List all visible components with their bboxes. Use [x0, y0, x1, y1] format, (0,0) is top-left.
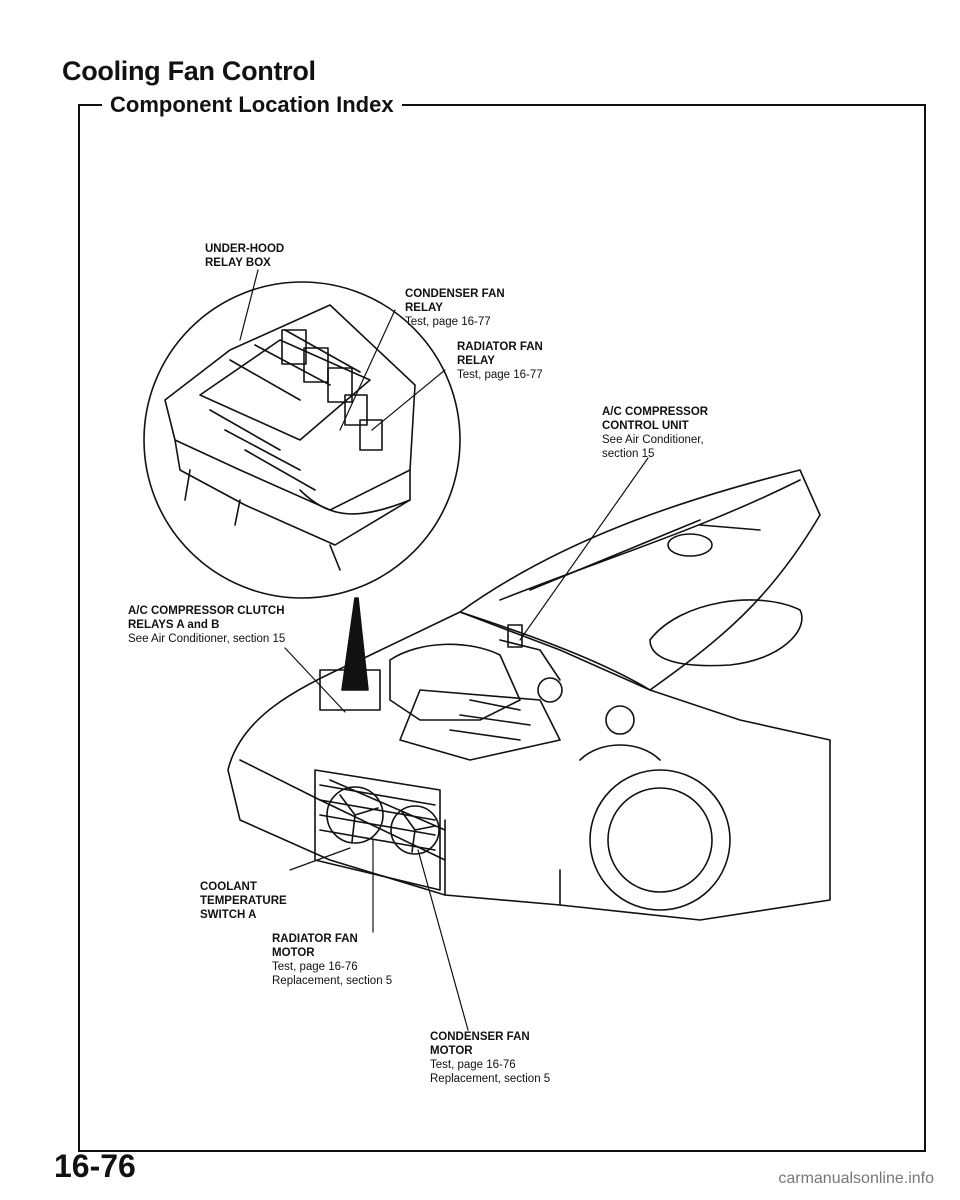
callout-line: RELAY	[457, 355, 495, 367]
engine-detail	[319, 624, 661, 761]
relay-box-detail-circle	[143, 281, 461, 599]
callout-under-hood-relay-box: UNDER-HOOD RELAY BOX	[205, 242, 284, 270]
callout-line: See Air Conditioner,	[602, 434, 704, 446]
callout-line: Test, page 16-77	[457, 369, 543, 381]
callout-line: COOLANT	[200, 881, 257, 893]
callout-coolant-temperature-switch: COOLANT TEMPERATURE SWITCH A	[200, 880, 287, 922]
callout-line: Test, page 16-76	[430, 1059, 516, 1071]
callout-line: Replacement, section 5	[430, 1073, 551, 1085]
page-title: Cooling Fan Control	[62, 56, 316, 86]
callout-line: RADIATOR FAN	[272, 933, 358, 945]
callout-line: See Air Conditioner, section 15	[128, 633, 286, 645]
callout-line: MOTOR	[272, 947, 315, 959]
callout-line: UNDER-HOOD	[205, 243, 285, 255]
callout-ac-compressor-clutch-relays: A/C COMPRESSOR CLUTCH RELAYS A and B See…	[128, 604, 285, 646]
callout-line: section 15	[602, 448, 655, 460]
callout-ac-compressor-control-unit: A/C COMPRESSOR CONTROL UNIT See Air Cond…	[602, 405, 708, 461]
callout-line: RELAY	[405, 302, 443, 314]
watermark: carmanualsonline.info	[778, 1170, 934, 1187]
callout-line: Test, page 16-77	[405, 316, 491, 328]
car-body-outline	[227, 611, 831, 921]
callout-line: A/C COMPRESSOR	[602, 406, 709, 418]
callout-line: RADIATOR FAN	[457, 341, 543, 353]
callout-line: CONDENSER FAN	[430, 1031, 530, 1043]
callout-line: A/C COMPRESSOR CLUTCH	[128, 605, 285, 617]
callout-radiator-fan-relay: RADIATOR FAN RELAY Test, page 16-77	[457, 340, 543, 382]
radiator-and-fans	[314, 769, 441, 891]
callout-line: SWITCH A	[200, 909, 257, 921]
callout-condenser-fan-relay: CONDENSER FAN RELAY Test, page 16-77	[405, 287, 505, 329]
callout-line: CONDENSER FAN	[405, 288, 505, 300]
callout-line: MOTOR	[430, 1045, 473, 1057]
section-frame	[78, 104, 926, 1152]
callout-line: TEMPERATURE	[200, 895, 287, 907]
car-hood	[459, 469, 821, 691]
callout-line: RELAY BOX	[205, 257, 271, 269]
front-wheel	[589, 769, 731, 911]
page-number: 16-76	[54, 1148, 136, 1184]
callout-line: CONTROL UNIT	[602, 420, 689, 432]
callout-line: RELAYS A and B	[128, 619, 220, 631]
callout-radiator-fan-motor: RADIATOR FAN MOTOR Test, page 16-76 Repl…	[272, 932, 392, 988]
section-title: Component Location Index	[102, 92, 402, 118]
callout-line: Test, page 16-76	[272, 961, 358, 973]
callout-condenser-fan-motor: CONDENSER FAN MOTOR Test, page 16-76 Rep…	[430, 1030, 550, 1086]
callout-line: Replacement, section 5	[272, 975, 393, 987]
